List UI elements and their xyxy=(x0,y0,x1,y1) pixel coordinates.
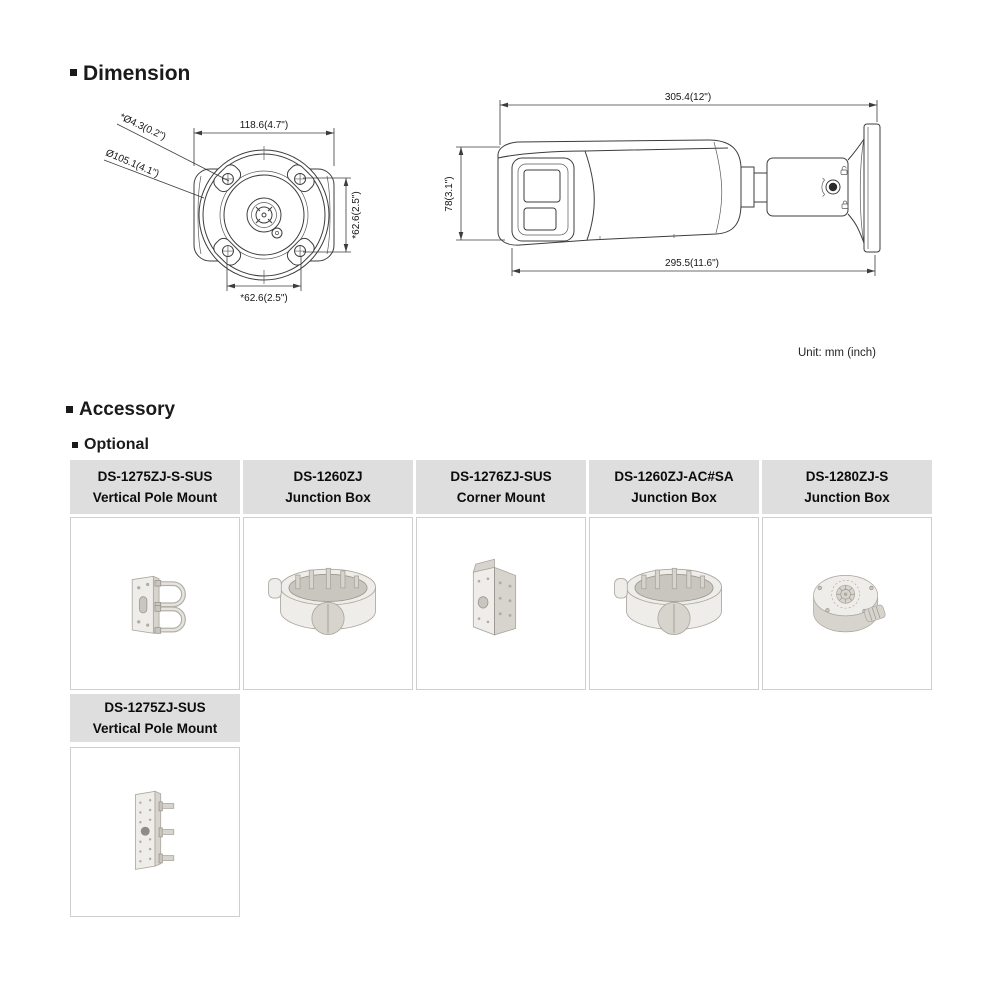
accessory-header-row-1: DS-1275ZJ-S-SUS Vertical Pole Mount DS-1… xyxy=(70,460,932,514)
accessory-image-cell xyxy=(416,517,586,690)
accessory-image-row-2 xyxy=(70,747,932,917)
accessory-image-cell xyxy=(243,517,413,690)
accessory-image-cell xyxy=(70,747,240,917)
junction-box-round-image xyxy=(268,567,376,635)
accessory-image-cell xyxy=(589,517,759,690)
square-bullet-icon xyxy=(70,69,77,76)
square-bullet-icon xyxy=(66,406,73,413)
mount-screw-tabs xyxy=(213,164,315,266)
front-base-dia-label: Ø105.1(4.1") xyxy=(104,148,161,180)
side-view-dimensions: 305.4(12") 295.5(11.6") 78(3.1") xyxy=(444,92,878,276)
front-screw-hole-dia-label: *Ø4.3(0.2") xyxy=(118,112,168,143)
accessory-image-cell xyxy=(70,517,240,690)
accessory-title-text: Accessory xyxy=(79,399,176,420)
vertical-pole-mount-tall-image xyxy=(135,790,175,870)
dimension-section-title: Dimension xyxy=(70,62,190,86)
side-body-length-dim-label: 295.5(11.6") xyxy=(665,258,719,269)
accessory-header: DS-1280ZJ-S Junction Box xyxy=(762,460,932,514)
vertical-pole-mount-image xyxy=(131,575,186,634)
accessory-header: DS-1276ZJ-SUS Corner Mount xyxy=(416,460,586,514)
square-bullet-icon xyxy=(72,442,78,448)
front-vertical-span-dim-label: *62.6(2.5") xyxy=(351,191,362,238)
junction-box-round-image xyxy=(614,567,722,635)
accessory-header: DS-1260ZJ Junction Box xyxy=(243,460,413,514)
dimension-drawings: 118.6(4.7") *62.6(2.5") *62.6(2.5") *Ø4.… xyxy=(104,92,881,304)
side-height-dim-label: 78(3.1") xyxy=(444,176,455,211)
accessory-image-cell xyxy=(762,517,932,690)
corner-mount-image xyxy=(472,558,517,636)
side-overall-length-dim-label: 305.4(12") xyxy=(665,92,711,103)
accessory-header: DS-1275ZJ-SUS Vertical Pole Mount xyxy=(70,694,240,742)
unit-note: Unit: mm (inch) xyxy=(798,347,876,359)
accessory-section-title: Accessory xyxy=(66,399,175,421)
accessory-image-row-1 xyxy=(70,517,932,690)
optional-subtitle-text: Optional xyxy=(84,436,149,453)
front-horizontal-span-dim-label: *62.6(2.5") xyxy=(240,293,287,304)
optional-subtitle: Optional xyxy=(72,436,149,454)
camera-front-view-drawing xyxy=(193,146,335,284)
lock-icon xyxy=(841,200,849,209)
dimension-title-text: Dimension xyxy=(83,62,191,85)
accessory-header-row-2: DS-1275ZJ-SUS Vertical Pole Mount xyxy=(70,694,932,742)
arm-adjust-screw xyxy=(821,166,849,209)
unlock-icon xyxy=(840,166,848,175)
camera-side-view-drawing xyxy=(497,123,881,253)
front-width-dim-label: 118.6(4.7") xyxy=(240,120,288,131)
accessory-header: DS-1275ZJ-S-SUS Vertical Pole Mount xyxy=(70,460,240,514)
junction-box-flat-image xyxy=(813,574,886,632)
accessory-header: DS-1260ZJ-AC#SA Junction Box xyxy=(589,460,759,514)
